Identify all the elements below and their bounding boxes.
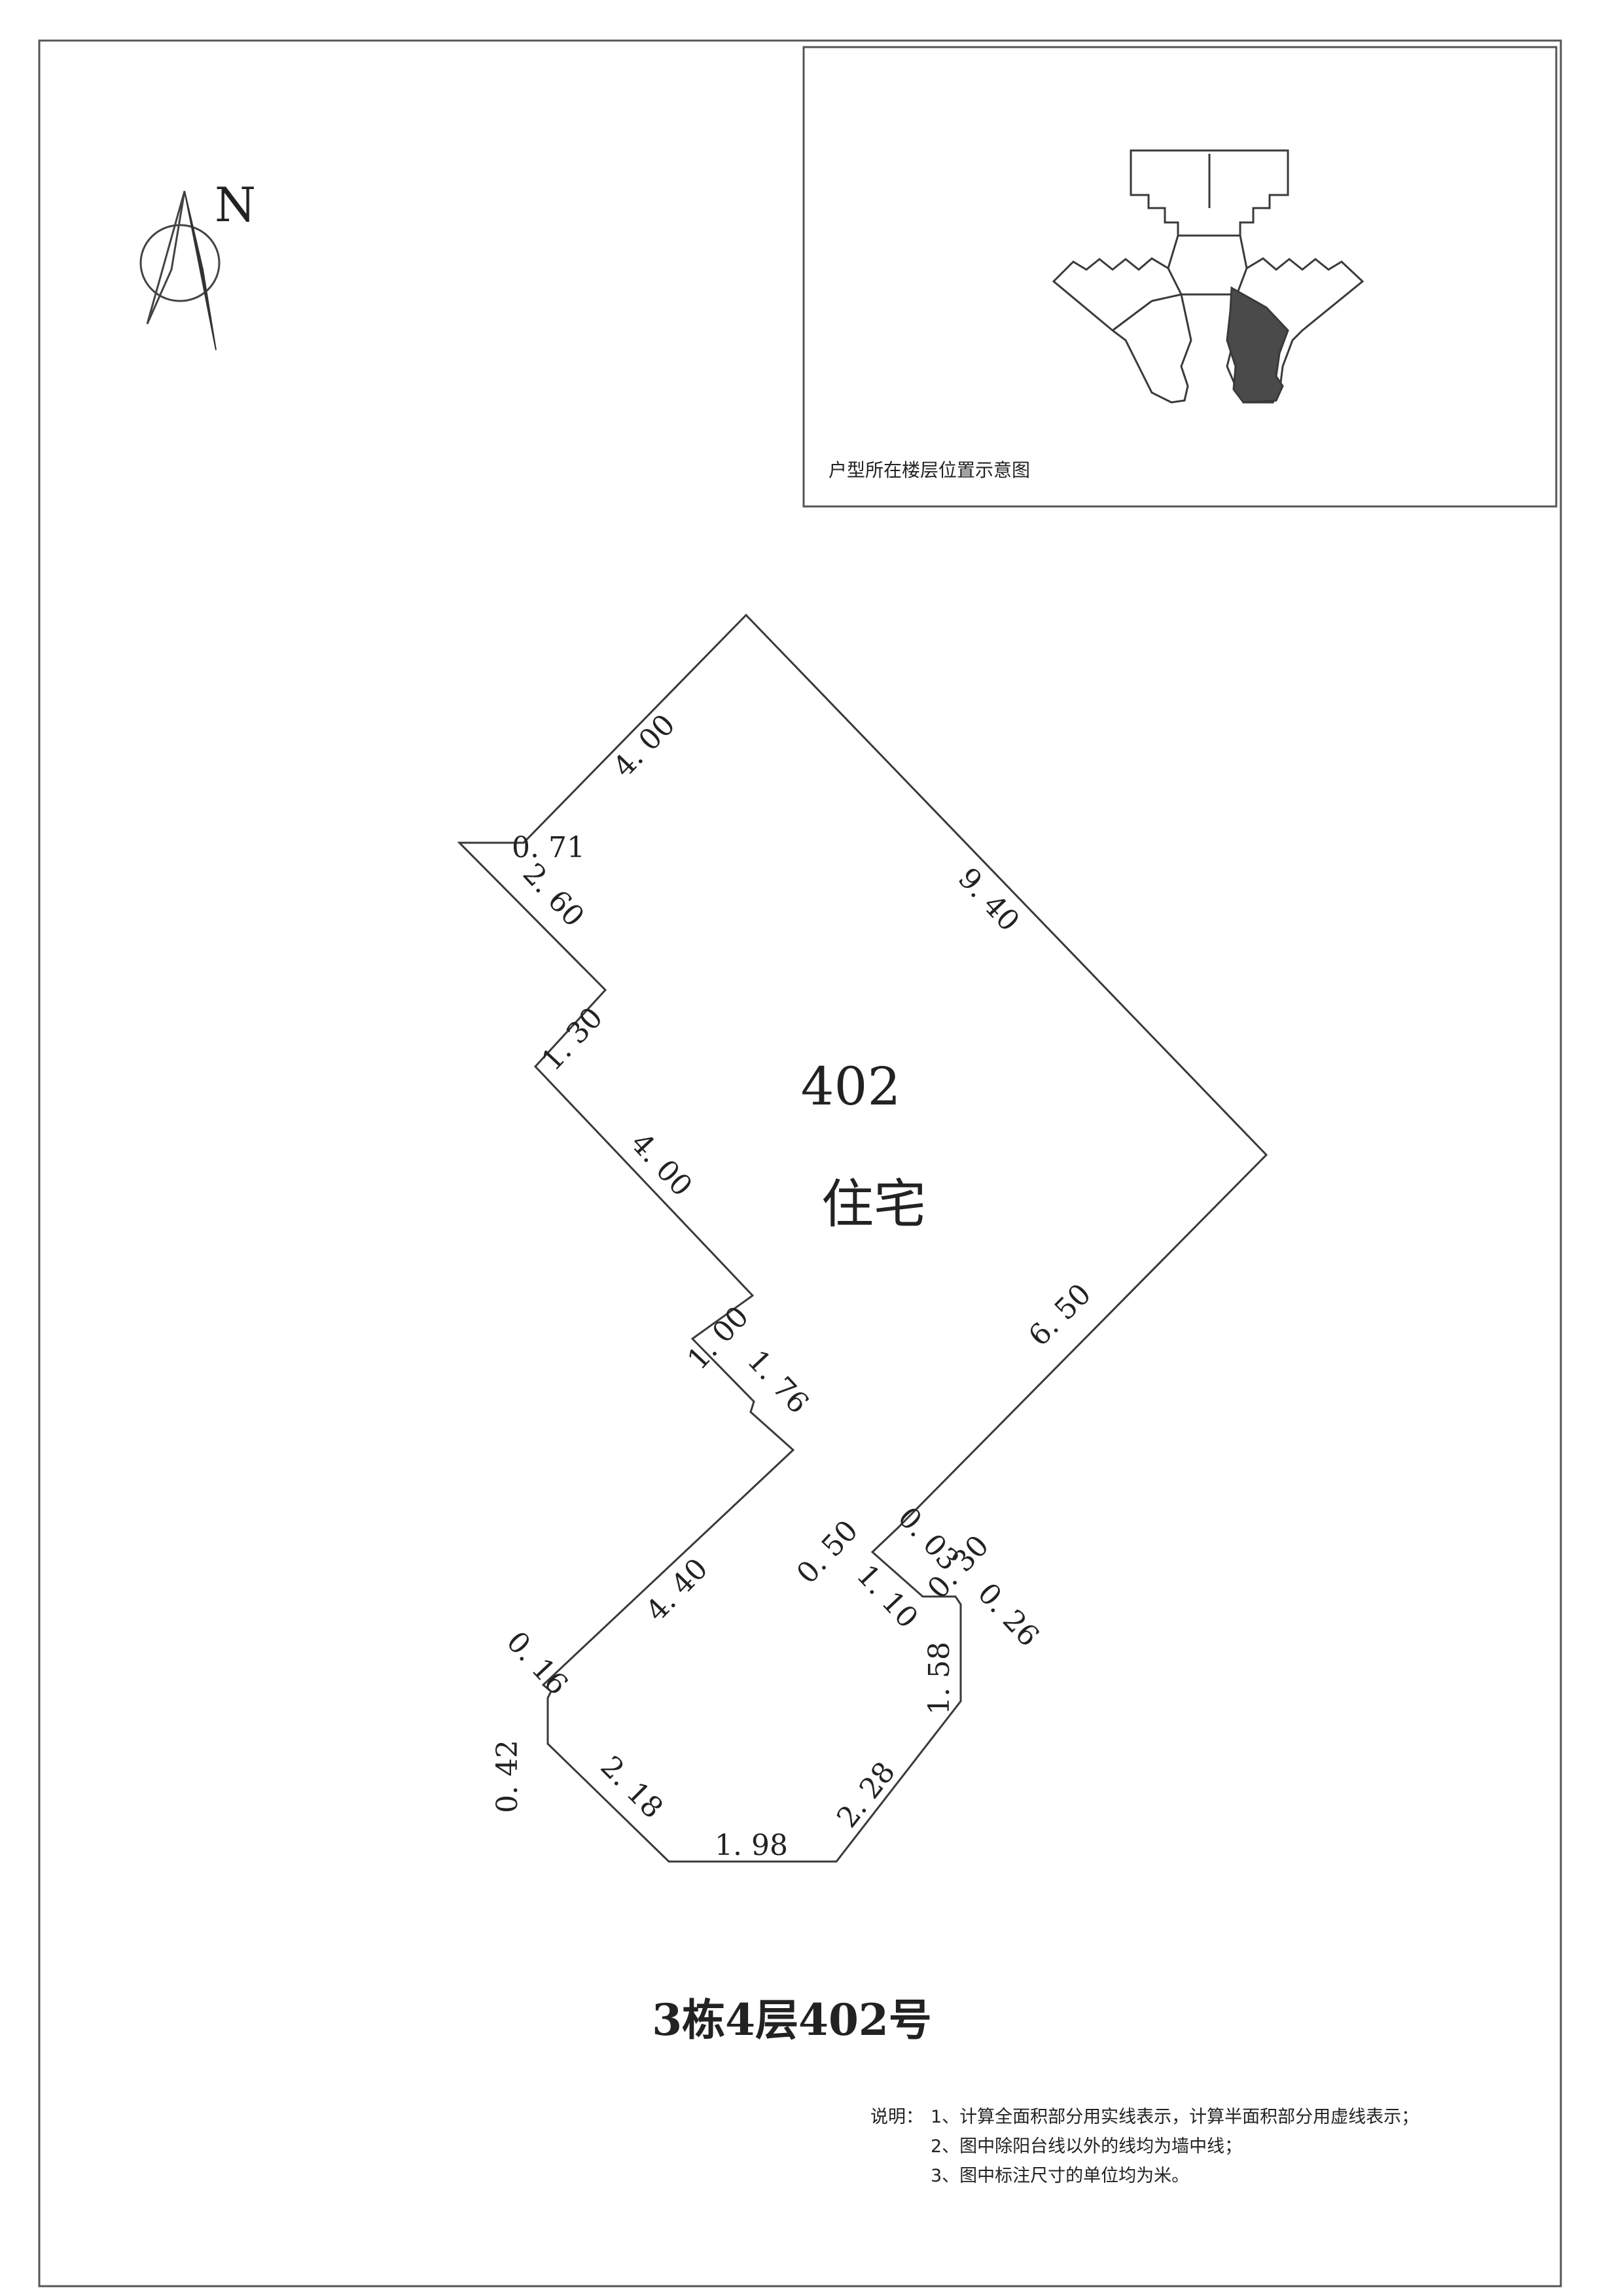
key-plan-highlighted-unit [1226,286,1289,404]
key-plan-frame [802,46,1558,508]
key-plan: 户型所在楼层位置示意图 [802,46,1558,508]
compass-needle-right-icon [184,190,217,351]
dimension-label: 0. 16 [500,1625,575,1702]
compass-needle-left-icon [146,190,186,325]
dimension-label: 0. 26 [971,1577,1046,1653]
dimension-label: 1. 30 [535,1001,610,1078]
unit-use: 住宅 [821,1174,926,1235]
dimension-label: 1. 98 [715,1829,788,1862]
dimension-label: 4. 00 [624,1127,699,1203]
unit-outline [457,613,1268,1863]
notes: 说明： 1、计算全面积部分用实线表示，计算半面积部分用虚线表示； 2、图中除阳台… [870,2107,1419,2186]
dimension-label: 1. 58 [923,1642,956,1715]
north-label: N [215,177,256,232]
dimension-label: 9. 40 [952,862,1026,938]
dimension-label: 0. 42 [491,1740,524,1813]
key-plan-caption: 户型所在楼层位置示意图 [829,459,1030,481]
dimension-labels: 4. 00 0. 71 2. 60 1. 30 4. 00 1. 00 1. 7… [491,708,1097,1862]
notes-line-3: 3、图中标注尺寸的单位均为米。 [931,2166,1189,2186]
page-frame [38,39,1562,2287]
notes-label: 说明： [870,2107,923,2127]
key-plan-building-outline [1052,149,1364,404]
drawing-title: 3栋4层402号 [652,1994,932,2045]
dimension-label: 6. 50 [1022,1277,1097,1352]
compass-circle-icon [139,224,221,302]
notes-line-2: 2、图中除阳台线以外的线均为墙中线； [931,2136,1242,2157]
north-compass: N [139,177,256,351]
unit-number: 402 [801,1056,901,1117]
dimension-label: 0. 71 [512,831,585,864]
dimension-label: 1. 10 [850,1559,925,1635]
dimension-label: 2. 18 [594,1750,669,1825]
dimension-label: 2. 60 [516,857,591,934]
dimension-label: 4. 40 [639,1552,714,1628]
notes-line-1: 1、计算全面积部分用实线表示，计算半面积部分用虚线表示； [931,2107,1419,2127]
